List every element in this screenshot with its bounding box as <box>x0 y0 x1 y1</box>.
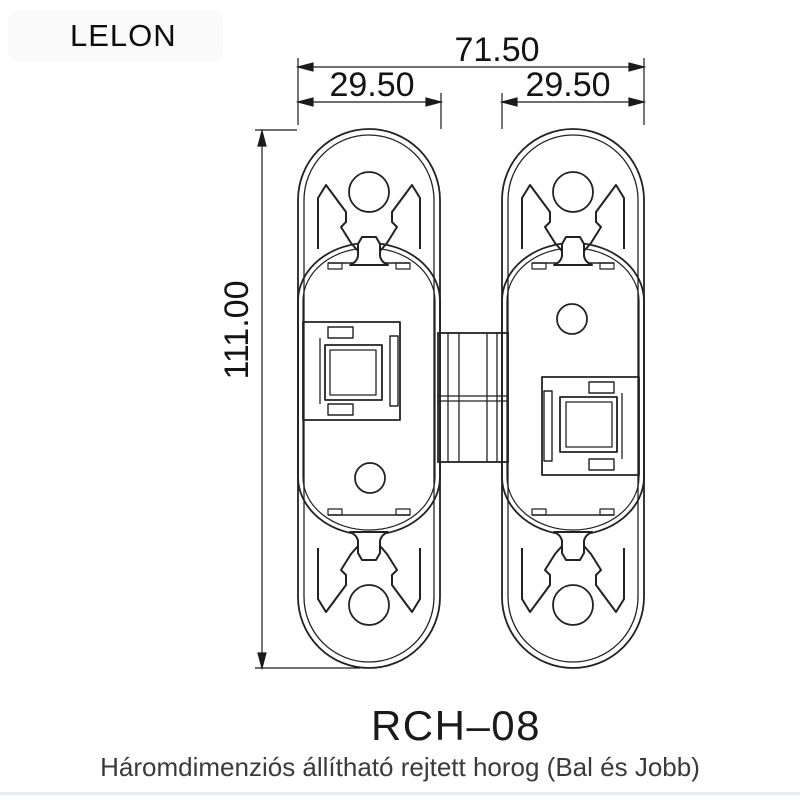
brand-card <box>8 10 223 62</box>
brand-logo: LELON <box>70 18 177 53</box>
product-caption: Háromdimenziós állítható rejtett horog (… <box>100 752 700 782</box>
dim-left-leaf-width-label: 29.50 <box>329 66 414 104</box>
dimension-lines <box>255 58 647 671</box>
dim-overall-width-label: 71.50 <box>454 31 539 69</box>
dim-height-label: 111.00 <box>218 281 256 380</box>
product-model: RCH–08 <box>370 702 542 749</box>
bottom-divider <box>0 792 800 795</box>
right-hinge-leaf <box>502 129 644 668</box>
hinge-knuckle <box>437 332 509 463</box>
left-hinge-leaf <box>298 129 440 668</box>
dim-right-leaf-width-label: 29.50 <box>525 66 610 104</box>
